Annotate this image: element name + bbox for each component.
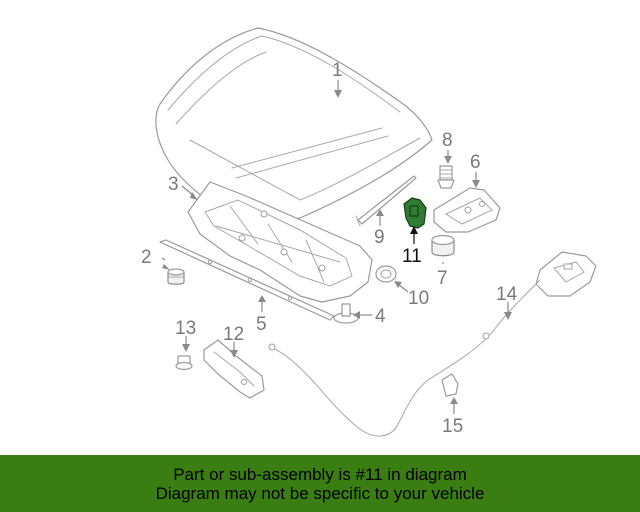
- push-clip: [333, 303, 359, 324]
- callout-8: 8: [442, 130, 453, 151]
- notice-line-1: Part or sub-assembly is #11 in diagram: [173, 464, 467, 484]
- hood-inner-frame: [187, 181, 373, 303]
- callout-15: 15: [442, 416, 463, 437]
- callout-5: 5: [256, 314, 267, 335]
- release-handle: [203, 339, 265, 399]
- callout-6: 6: [470, 152, 481, 173]
- hood-latch: [535, 251, 597, 297]
- callout-4: 4: [375, 306, 386, 327]
- grommet: [375, 265, 397, 283]
- callout-11: 11: [402, 246, 422, 267]
- callout-3: 3: [168, 174, 179, 195]
- callout-14: 14: [496, 284, 518, 305]
- notice-line-2: Diagram may not be specific to your vehi…: [155, 483, 485, 503]
- callout-10: 10: [408, 288, 429, 309]
- handle-cap: [441, 373, 459, 397]
- callout-labels: 1 2 3 4 5 6 7 8 9 10 11 12 13 14 15: [141, 60, 518, 437]
- leader-lines: [161, 80, 512, 414]
- callout-13: 13: [175, 318, 196, 339]
- bumper: [167, 268, 185, 285]
- callout-7: 7: [437, 268, 448, 289]
- prop-rod: [355, 175, 417, 227]
- hood-panel: [155, 27, 433, 221]
- hood-hinge: [433, 187, 501, 233]
- bumper-stop: [431, 234, 455, 257]
- weatherstrip: [159, 239, 335, 321]
- parts-diagram: 1 2 3 4 5 6 7 8 9 10 11 12 13 14 15: [141, 27, 597, 437]
- clip-13: [175, 355, 193, 371]
- callout-1: 1: [332, 60, 343, 81]
- notice-banner: Part or sub-assembly is #11 in diagram D…: [0, 455, 640, 512]
- callout-12: 12: [223, 324, 244, 345]
- release-cable: [268, 279, 541, 437]
- bolt: [437, 165, 455, 189]
- callout-9: 9: [374, 227, 385, 248]
- callout-2: 2: [141, 247, 152, 268]
- highlighted-part-11: [403, 197, 427, 229]
